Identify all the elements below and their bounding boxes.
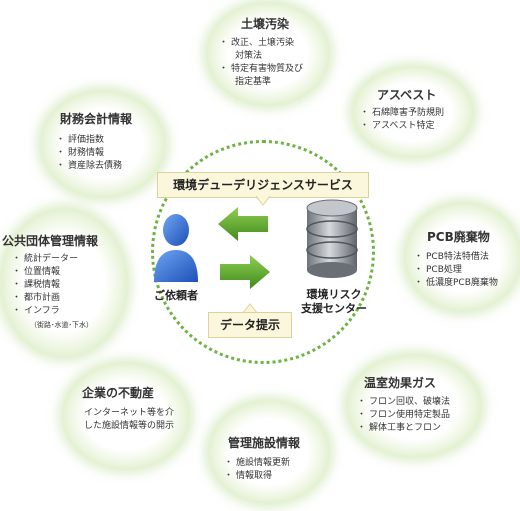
center-label-line2: 支援センター	[301, 302, 367, 315]
list-item: 位置情報	[12, 266, 78, 279]
list-item: 課税情報	[12, 279, 78, 292]
facility-title: 管理施設情報	[228, 436, 301, 450]
list-item: インフラ	[12, 305, 78, 318]
asbestos-list: 石綿障害予防規則 アスベスト特定	[360, 107, 444, 133]
list-item: 対策法	[235, 51, 263, 61]
client-label: ご依頼者	[154, 289, 198, 302]
soil-list: 改正、土壌汚染 対策法 特定有害物質及び 指定基準	[219, 37, 303, 89]
greenhouse-title: 温室効果ガス	[364, 376, 437, 390]
blob-realestate	[62, 362, 190, 470]
blob-facility	[208, 400, 330, 504]
list-item: 資産除去債務	[56, 160, 122, 173]
list-item: PCB特法特借法	[414, 251, 498, 264]
facility-list: 施設情報更新 情報取得	[224, 457, 290, 483]
list-item: 解体工事とフロン	[357, 422, 450, 435]
public-title: 公共団体管理情報	[2, 234, 99, 248]
center-ring	[151, 140, 375, 364]
arrow-left-icon	[218, 207, 268, 241]
data-callout-pointer	[243, 303, 257, 313]
list-item: 評価指数	[56, 134, 122, 147]
blob-soil	[206, 2, 330, 106]
greenhouse-list: フロン回収、破壊法 フロン使用特定製品 解体工事とフロン	[357, 396, 450, 435]
realestate-title: 企業の不動産	[82, 386, 155, 400]
soil-title: 土壌汚染	[241, 17, 290, 31]
list-item: アスベスト特定	[360, 120, 444, 133]
list-item: 都市計画	[12, 292, 78, 305]
service-callout-pointer	[256, 196, 270, 206]
list-item: 情報取得	[224, 470, 290, 483]
center-label: 環境リスク 支援センター	[290, 288, 378, 316]
realestate-text: インターネット等を介した施設情報等の開示	[84, 408, 175, 431]
list-item: 指定基準	[235, 77, 272, 87]
pcb-list: PCB特法特借法 PCB処理 低濃度PCB廃棄物	[414, 251, 498, 290]
person-icon	[154, 214, 198, 282]
list-item: フロン回収、破壊法	[357, 396, 450, 409]
pcb-title: PCB廃棄物	[427, 230, 490, 244]
public-note: （街路･水道･下水）	[30, 321, 93, 329]
asbestos-title: アスベスト	[377, 88, 437, 102]
list-item: 石綿障害予防規則	[360, 107, 444, 120]
list-item: 低濃度PCB廃棄物	[414, 277, 498, 290]
public-list: 統計データー 位置情報 課税情報 都市計画 インフラ	[12, 253, 78, 318]
list-item: 改正、土壌汚染	[219, 37, 303, 50]
finance-title: 財務会計情報	[60, 112, 133, 126]
list-item: 特定有害物質及び	[219, 63, 303, 76]
database-server-icon	[306, 199, 358, 278]
list-item: PCB処理	[414, 264, 498, 277]
service-callout: 環境デューデリジェンスサービス	[157, 172, 369, 198]
finance-list: 評価指数 財務情報 資産除去債務	[56, 134, 122, 173]
arrow-right-icon	[220, 255, 270, 289]
center-label-line1: 環境リスク	[306, 288, 362, 301]
list-item: 財務情報	[56, 147, 122, 160]
list-item: 施設情報更新	[224, 457, 290, 470]
list-item: 統計データー	[12, 253, 78, 266]
list-item: フロン使用特定製品	[357, 409, 450, 422]
data-callout: データ提示	[208, 312, 292, 338]
